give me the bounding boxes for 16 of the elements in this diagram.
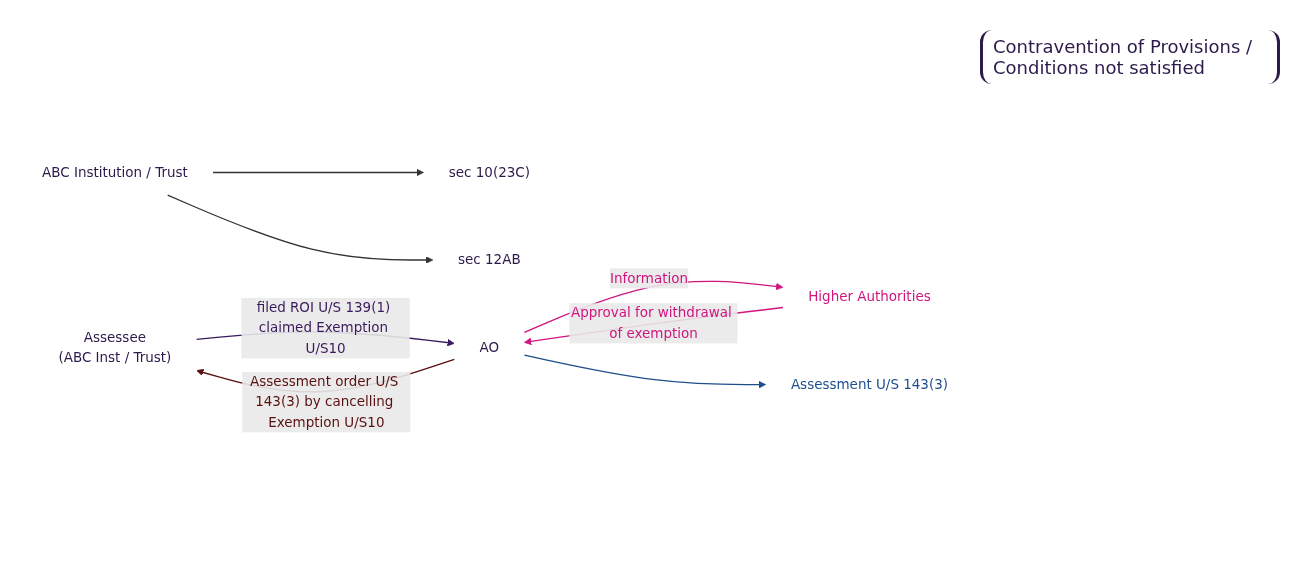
node-text: ABC Institution / Trust: [42, 164, 188, 181]
edge-label: Assessment order U/S 143(3) by cancelling Exemption U/S10: [250, 373, 399, 431]
edge-label: filed ROI U/S 139(1) claimed Exemption U/S10: [256, 300, 391, 357]
node-text: sec 10(23C): [448, 164, 530, 181]
arrow: [523, 354, 766, 389]
edge-label: Approval for withdrawal of exemption: [570, 305, 732, 342]
node-text: Higher Authorities: [808, 289, 931, 306]
node-text: AO: [479, 339, 500, 356]
note: Contravention of Provisions / Conditions not satisfied: [980, 30, 1280, 84]
node-text: Assessee: [83, 329, 146, 346]
arrow: [212, 169, 424, 177]
edge-label: Information: [610, 270, 688, 287]
node-text: Assessment U/S 143(3): [790, 376, 948, 393]
arrow: [167, 194, 434, 265]
node-label: (ABC Inst / Trust): [58, 349, 172, 366]
node-text: sec 12AB: [458, 252, 521, 269]
